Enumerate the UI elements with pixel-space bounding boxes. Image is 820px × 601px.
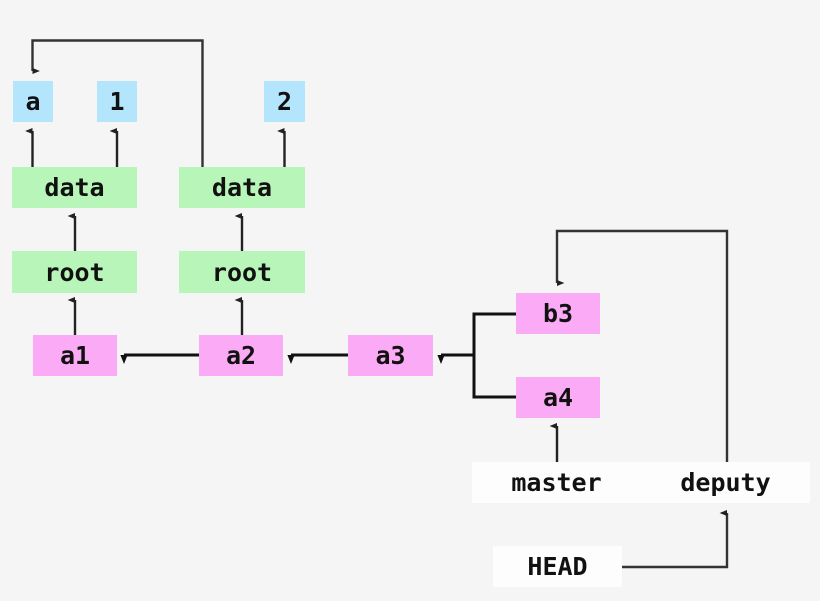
- commit-a1-label: a1: [59, 341, 91, 370]
- commit-node-a3[interactable]: a3: [348, 335, 433, 376]
- edge-fork-b3-a4-to-a3: [472, 312, 516, 399]
- edge-head-to-deputy: [622, 510, 729, 569]
- commit-b3-label: b3: [542, 299, 574, 328]
- commit-node-a4[interactable]: a4: [516, 377, 600, 418]
- commit-a4-label: a4: [542, 383, 574, 412]
- ref-node-master[interactable]: master: [472, 462, 641, 503]
- commit-node-a1[interactable]: a1: [33, 335, 117, 376]
- tree-data-left-label: data: [44, 173, 105, 202]
- tree-data-right-label: data: [211, 173, 273, 202]
- blob-a-label: a: [25, 87, 41, 116]
- tree-node-data-left[interactable]: data: [12, 167, 137, 208]
- tree-node-data-right[interactable]: data: [179, 167, 305, 208]
- ref-deputy-label: deputy: [680, 468, 771, 497]
- tree-node-root-right[interactable]: root: [179, 251, 305, 293]
- tree-root-left-label: root: [44, 257, 105, 287]
- commit-node-a2[interactable]: a2: [199, 335, 283, 376]
- ref-head-label: HEAD: [527, 552, 588, 581]
- tree-node-root-left[interactable]: root: [12, 251, 137, 293]
- blob-node-2[interactable]: 2: [264, 81, 305, 122]
- commit-a2-label: a2: [225, 341, 257, 370]
- blob-node-a[interactable]: a: [13, 81, 53, 122]
- commit-a3-label: a3: [375, 341, 406, 370]
- ref-master-label: master: [511, 468, 602, 497]
- commit-node-b3[interactable]: b3: [516, 293, 600, 334]
- blob-1-label: 1: [109, 87, 125, 116]
- edge-deputy-to-b3: [555, 229, 729, 462]
- blob-2-label: 2: [276, 87, 293, 116]
- tree-root-right-label: root: [211, 257, 273, 287]
- ref-node-head[interactable]: HEAD: [493, 546, 622, 587]
- ref-node-deputy[interactable]: deputy: [641, 462, 810, 503]
- blob-node-1[interactable]: 1: [97, 81, 137, 122]
